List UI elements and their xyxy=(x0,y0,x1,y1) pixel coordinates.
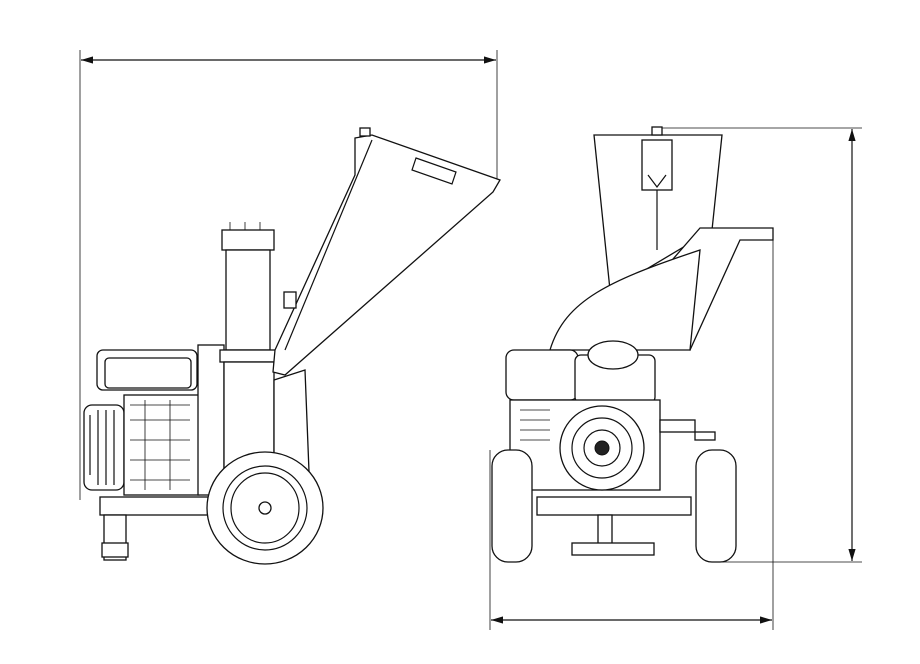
dimension-width xyxy=(489,240,774,630)
front-view xyxy=(491,126,774,563)
dimension-length xyxy=(79,50,498,500)
dimension-height xyxy=(660,127,862,563)
side-view xyxy=(83,127,501,565)
